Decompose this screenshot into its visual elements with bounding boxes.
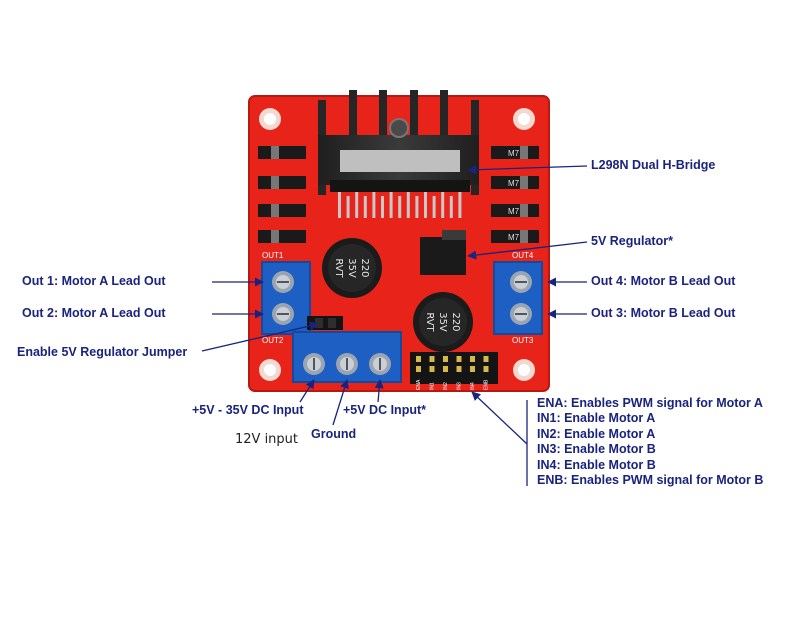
chip-pin (415, 196, 419, 218)
chip-pin (398, 196, 402, 218)
pin-desc: : Enable Motor B (556, 457, 656, 472)
header-pin (443, 356, 448, 362)
header-pin (416, 366, 421, 372)
cap1-text-1: 220 (359, 258, 370, 277)
label-l298n: L298N Dual H-Bridge (591, 158, 716, 172)
capacitor-1: 220 35V RVT (322, 238, 382, 298)
arrow-regulator (467, 241, 588, 260)
pin-name: IN4 (537, 457, 557, 472)
chip-pin (424, 192, 427, 218)
label-out3: Out 3: Motor B Lead Out (591, 306, 736, 320)
callout-arrows (201, 165, 588, 486)
label-v5in: +5V DC Input* (343, 403, 426, 417)
label-jumper: Enable 5V Regulator Jumper (17, 345, 188, 359)
label-out4: Out 4: Motor B Lead Out (591, 274, 736, 288)
pin-row-in3: IN3: Enable Motor B (537, 442, 763, 457)
silk-pin-label: IN1 (430, 382, 436, 390)
chip-pin (449, 196, 453, 218)
pin-header: ENA IN1 IN2 IN3 IN4 ENB (410, 352, 498, 390)
cap1-text-2: 35V (346, 258, 357, 278)
label-ground: Ground (311, 427, 357, 441)
silk-diode-2: M7 (508, 179, 520, 188)
header-pin (416, 356, 421, 362)
pin-row-ena: ENA: Enables PWM signal for Motor A (537, 396, 763, 411)
chip-pin (355, 192, 359, 218)
cap2-text-3: RVT (424, 312, 435, 332)
silk-pin-label: ENA (416, 379, 422, 390)
silk-pin-label: IN3 (457, 382, 463, 390)
pin-name: ENA (537, 396, 564, 410)
regulator-jumper (307, 316, 343, 330)
terminal-right: OUT4 OUT3 (493, 251, 543, 345)
silk-pin-label: IN4 (470, 382, 476, 390)
voltage-regulator (420, 230, 466, 275)
silk-out2: OUT2 (262, 336, 284, 345)
pin-name: ENB (537, 472, 564, 487)
terminal-power (292, 331, 402, 383)
pin-desc: : Enables PWM signal for Motor A (563, 396, 763, 410)
chip-pin (372, 192, 376, 218)
arrow-vin (299, 379, 315, 403)
silk-diode-3: M7 (508, 207, 520, 216)
header-pin (429, 366, 435, 372)
label-out1: Out 1: Motor A Lead Out (22, 274, 166, 288)
header-pin (470, 366, 475, 372)
pin-desc: : Enable Motor A (556, 411, 656, 426)
cap2-text-1: 220 (450, 312, 461, 331)
silk-out3: OUT3 (512, 336, 534, 345)
chip-pin (381, 196, 384, 218)
pin-row-in1: IN1: Enable Motor A (537, 411, 763, 426)
chip-pin (363, 196, 367, 218)
silk-pin-label: ENB (484, 379, 490, 390)
arrow-jumper (201, 321, 319, 352)
label-12v-note: 12V input (235, 432, 299, 447)
label-regulator: 5V Regulator* (591, 234, 673, 248)
chip-pin (389, 192, 393, 218)
pin-desc: : Enables PWM signal for Motor B (563, 472, 764, 487)
l298n-chip (330, 180, 470, 218)
arrow-l298n (467, 165, 588, 175)
cap2-text-2: 35V (437, 312, 448, 332)
pin-row-in4: IN4: Enable Motor B (537, 458, 763, 473)
header-pin (443, 366, 448, 372)
pin-row-in2: IN2: Enable Motor A (537, 427, 763, 442)
diodes-right: M7 M7 M7 M7 (491, 146, 539, 243)
terminal-left: OUT1 OUT2 (261, 251, 311, 345)
chip-pin (346, 196, 350, 218)
pin-row-enb: ENB: Enables PWM signal for Motor B (537, 473, 763, 488)
chip-pin (338, 192, 341, 218)
silk-out1: OUT1 (262, 251, 284, 260)
pin-descriptions: ENA: Enables PWM signal for Motor A IN1:… (537, 396, 763, 488)
header-pin (429, 356, 435, 362)
chip-pin (441, 192, 445, 218)
silk-diode-1: M7 (508, 149, 520, 158)
silk-diode-4: M7 (508, 233, 520, 242)
capacitor-2: 220 35V RVT (413, 292, 473, 352)
chip-pin (458, 192, 462, 218)
pin-name: IN3 (537, 442, 557, 457)
header-pin (470, 356, 475, 362)
cap1-text-3: RVT (333, 258, 344, 278)
silk-pin-label: IN2 (443, 382, 449, 390)
pin-desc: : Enable Motor B (556, 442, 656, 457)
header-pin (456, 366, 462, 372)
mounting-holes (259, 108, 535, 381)
header-pin (483, 366, 489, 372)
chip-pin (406, 192, 410, 218)
pin-name: IN1 (537, 411, 557, 426)
label-out2: Out 2: Motor A Lead Out (22, 306, 166, 320)
chip-pin (432, 196, 436, 218)
label-vin: +5V - 35V DC Input (192, 403, 304, 417)
silk-out4: OUT4 (512, 251, 534, 260)
pin-desc: : Enable Motor A (556, 426, 656, 441)
pin-name: IN2 (537, 426, 557, 441)
arrow-v5in (374, 379, 384, 403)
header-pin (483, 356, 489, 362)
header-pin (456, 356, 462, 362)
diodes-left (258, 146, 306, 243)
arrow-pins (471, 391, 528, 445)
arrow-ground (332, 379, 349, 426)
heatsink (318, 90, 479, 195)
